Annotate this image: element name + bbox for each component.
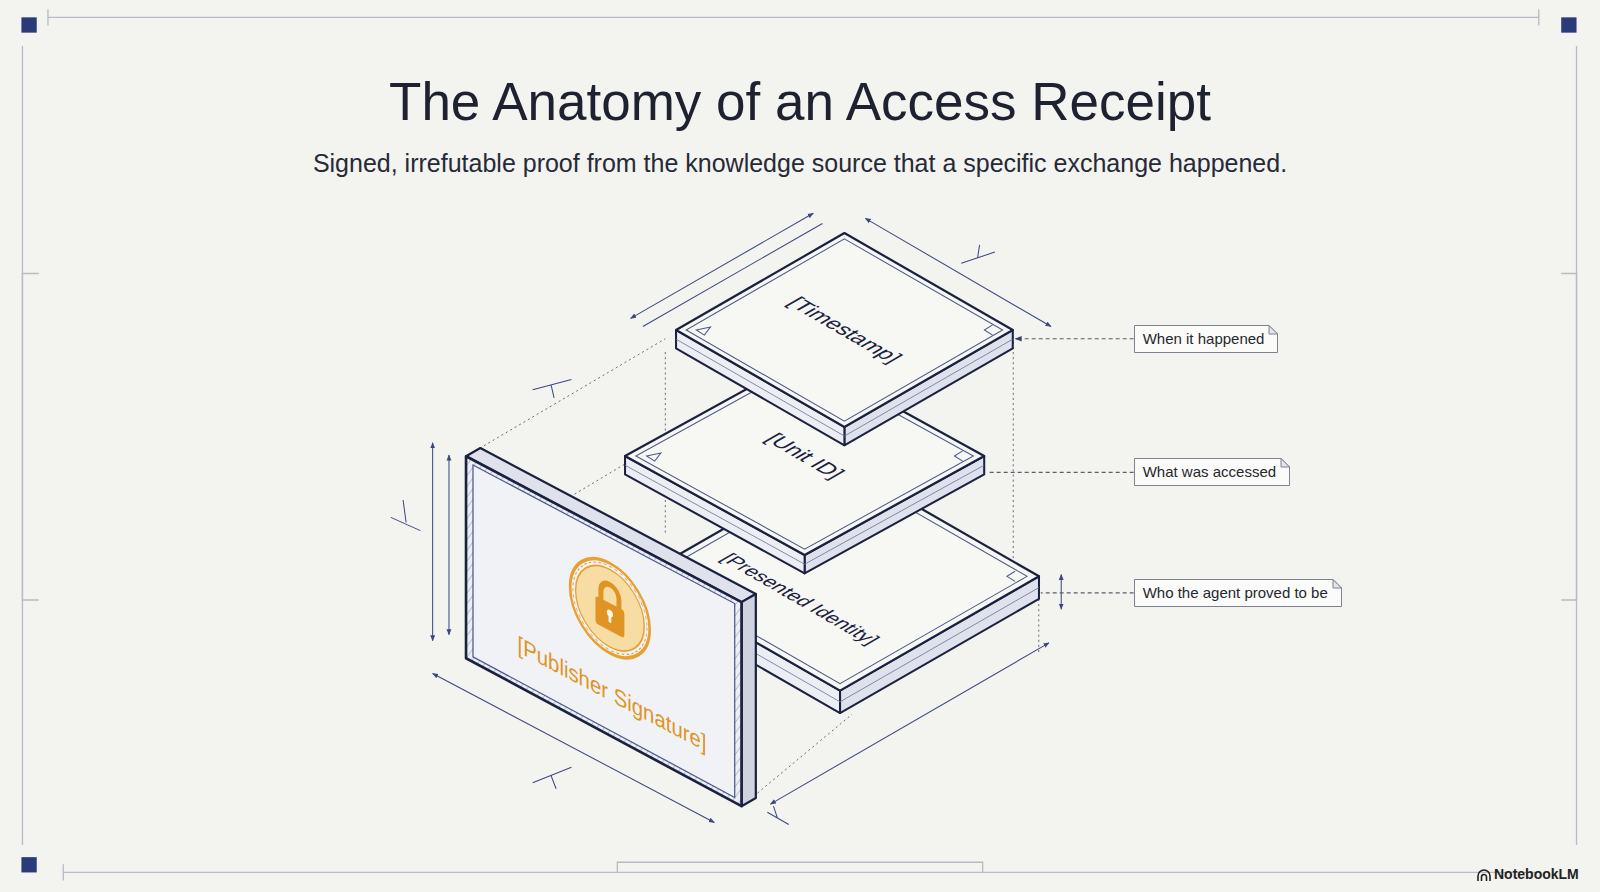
frame-line — [63, 872, 1535, 873]
lock-keyhole — [609, 614, 612, 624]
callout-fold — [1269, 325, 1278, 334]
leader-line — [987, 472, 1134, 473]
projection-line — [742, 714, 852, 806]
projection-line — [1038, 599, 1039, 653]
callout-fold — [1281, 459, 1290, 468]
callout-fold — [1333, 579, 1342, 588]
frame-tick — [47, 9, 48, 25]
dimension-tick — [533, 380, 572, 398]
callout-note: What was accessed — [1134, 458, 1290, 486]
dimension-line — [1061, 574, 1062, 609]
leader-line — [1041, 592, 1134, 593]
title-box: The Anatomy of an Access Receipt — [0, 73, 1600, 131]
dimension-line — [448, 455, 449, 635]
callout-note: When it happened — [1134, 325, 1278, 353]
lock-icon — [570, 542, 649, 674]
page-frame — [22, 9, 1576, 880]
callout-text: When it happened — [1143, 330, 1265, 347]
frame-line — [48, 17, 1539, 18]
dimension-line — [432, 443, 433, 641]
panel-face — [466, 456, 742, 806]
lock-disc — [576, 551, 645, 665]
watermark: NotebookLM — [1494, 866, 1579, 883]
layer-fold — [985, 324, 993, 334]
caption-box: Signed, irrefutable proof from the knowl… — [0, 148, 1600, 178]
lock-ring — [570, 542, 649, 674]
frame-tick — [1538, 9, 1539, 25]
watermark-box: NotebookLM — [1494, 866, 1579, 883]
layer-tab — [697, 327, 711, 335]
watermark-icon — [1478, 870, 1490, 881]
callout-note: Who the agent proved to be — [1134, 579, 1342, 607]
projection-lines — [466, 337, 1038, 806]
dimension-tick — [391, 500, 421, 531]
callout-text: Who the agent proved to be — [1143, 584, 1328, 601]
dimension-lines — [391, 213, 1061, 824]
frame-bracket — [22, 273, 38, 600]
layer-tab — [647, 453, 661, 461]
projection-line — [466, 339, 665, 456]
timestamp-layer: [Timestamp] — [674, 231, 1015, 447]
dimension-tick — [961, 245, 995, 263]
dimension-tick — [533, 767, 572, 788]
lock-body — [596, 595, 625, 638]
panel-hatch — [466, 456, 742, 806]
frame-bracket — [1561, 273, 1576, 600]
corner-square — [21, 857, 36, 872]
dimension-tick — [767, 806, 788, 824]
callout-border — [1134, 325, 1277, 352]
panel-outline — [464, 446, 758, 808]
layer-top — [677, 233, 1014, 427]
projection-line — [1013, 337, 1014, 597]
layer-inset — [687, 238, 1004, 420]
callout-border — [1134, 459, 1289, 486]
layout-group — [21, 9, 1576, 880]
panel-border — [466, 456, 742, 806]
layer-fold — [955, 451, 963, 461]
frame-tick — [63, 864, 64, 880]
corner-square — [1561, 17, 1576, 32]
panel-inner — [473, 465, 735, 797]
lock-dash-ring — [573, 547, 647, 670]
frame-tab — [617, 862, 982, 872]
title: The Anatomy of an Access Receipt — [389, 73, 1211, 131]
subtitle: Signed, irrefutable proof from the knowl… — [313, 148, 1287, 178]
corner-square — [21, 17, 36, 32]
panel-side — [742, 594, 756, 806]
leader-line — [1015, 338, 1133, 339]
callout-text: What was accessed — [1143, 463, 1276, 480]
callout-border — [1134, 579, 1341, 606]
signature-panel: [Publisher Signature] — [464, 446, 758, 808]
layer-fold — [1007, 571, 1015, 581]
